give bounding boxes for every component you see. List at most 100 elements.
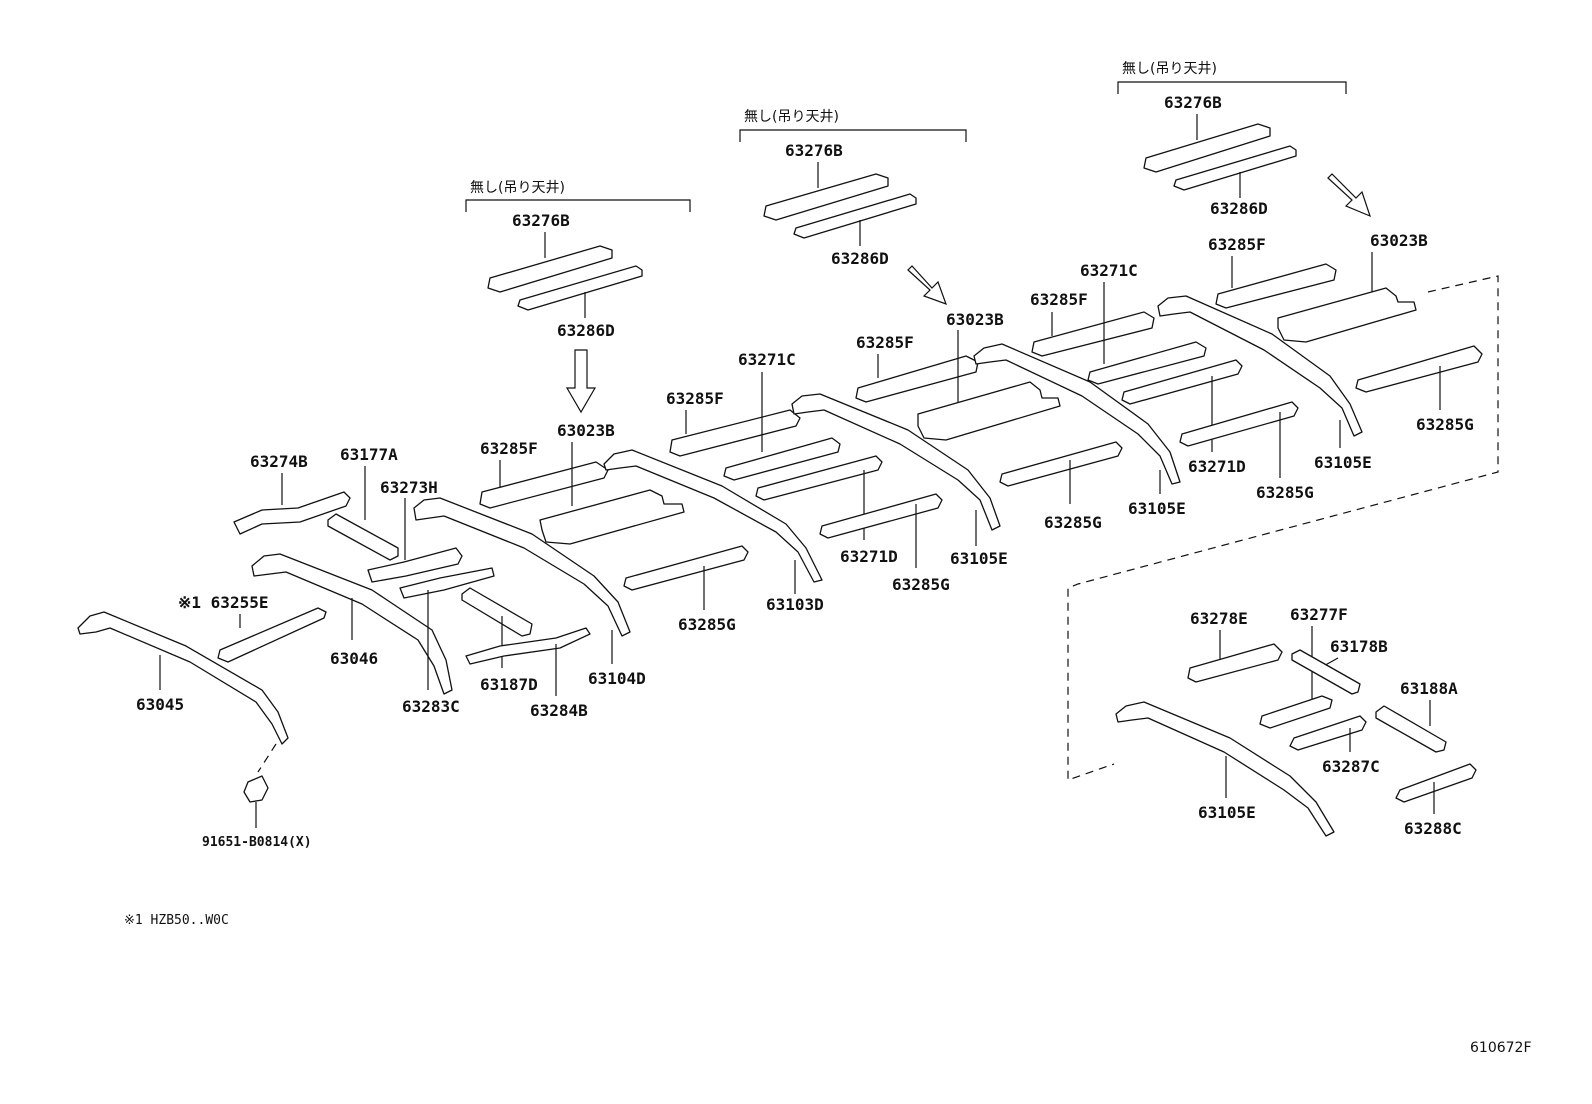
label-63285g-3: 63285G [1044,513,1102,532]
bracket-group-1: 無し(吊り天井) 63276B 63286D 63023B [465,180,691,440]
label-63286d-1: 63286D [557,321,615,340]
part-63188a [1375,705,1447,753]
part-63277f [1259,695,1333,729]
label-63283c: 63283C [402,697,460,716]
part-63285g-2 [819,493,943,539]
part-63285f-5 [1215,263,1337,309]
label-63188a: 63188A [1400,679,1458,698]
part-63284b [465,627,591,665]
label-63285g-1: 63285G [678,615,736,634]
label-63046: 63046 [330,649,378,668]
part-63285f-2 [669,409,801,457]
part-63271d-2 [1121,359,1243,405]
label-63285f-4: 63285F [1030,290,1088,309]
part-63271c-1 [723,437,841,481]
part-63187d [461,587,533,637]
part-63045 [77,611,289,745]
part-63285f-3 [855,355,979,403]
section-63104d: 63104D 63285F 63285G [413,439,749,688]
part-63288c [1395,763,1477,803]
label-63105e-4: 63105E [1198,803,1256,822]
part-63271d-1 [755,455,883,501]
label-63187d: 63187D [480,675,538,694]
label-63177a: 63177A [340,445,398,464]
part-63023b-2 [917,381,1061,441]
label-63276b-3: 63276B [1164,93,1222,112]
label-63285f-1: 63285F [480,439,538,458]
part-63276b-2 [763,173,889,221]
label-63023b-3: 63023B [1370,231,1428,250]
part-63286d-2 [793,193,917,239]
part-63104d [413,497,631,637]
part-63177a [327,513,399,561]
bracket-note-1: 無し(吊り天井) [470,180,565,196]
label-63105e-3: 63105E [1314,453,1372,472]
label-63104d: 63104D [588,669,646,688]
label-63023b-1: 63023B [557,421,615,440]
label-63287c: 63287C [1322,757,1380,776]
part-63271c-2 [1087,341,1207,385]
part-63178b [1291,649,1361,695]
section-63105e-3: 63105E 63285F 63285G [1157,235,1483,472]
section-63105e-2: 63105E 63285F 63271C 63271D 63285G [973,261,1314,518]
part-63274b [233,491,351,535]
part-63023b-3 [1277,287,1417,343]
part-63255e [217,607,327,663]
part-63287c [1289,715,1367,751]
part-63283c [399,567,495,599]
part-63023b-1 [539,489,685,545]
label-63286d-3: 63286D [1210,199,1268,218]
label-63273h: 63273H [380,478,438,497]
part-63105e-4 [1115,701,1335,837]
label-63105e-1: 63105E [950,549,1008,568]
label-91651: 91651-B0814(X) [202,835,312,850]
part-63276b-1 [487,245,613,293]
label-63285g-5: 63285G [1416,415,1474,434]
part-63276b-3 [1143,123,1271,173]
label-63271c-1: 63271C [738,350,796,369]
part-63103d [603,449,823,583]
figure-id: 610672F [1470,1040,1532,1056]
part-63285f-1 [479,461,609,509]
dashed-frame [1067,275,1499,781]
label-63045: 63045 [136,695,184,714]
part-63105e-3 [1157,295,1363,437]
bracket-group-2: 無し(吊り天井) 63276B 63286D 63023B [739,109,1004,329]
footnote: ※1 HZB50..W0C [124,913,229,928]
part-63273h [367,547,463,583]
label-63285f-3: 63285F [856,333,914,352]
part-63278e [1187,643,1283,683]
part-63286d-3 [1173,145,1297,191]
label-63286d-2: 63286D [831,249,889,268]
part-63285f-4 [1031,311,1155,357]
part-63105e-1 [791,393,1001,531]
part-63105e-2 [973,343,1181,485]
label-63178b: 63178B [1330,637,1388,656]
section-63105e-1: 63105E 63285F 63285G [791,330,1123,568]
part-63046 [251,553,453,695]
label-63271c-2: 63271C [1080,261,1138,280]
section-63103d: 63103D 63285F 63271C 63271D 63285G [603,350,950,614]
label-63285g-4: 63285G [1256,483,1314,502]
part-91651-clip [243,775,269,803]
label-63103d: 63103D [766,595,824,614]
part-63285g-1 [623,545,749,591]
rear-detail-section: 63105E 63278E 63277F 63178B 63287C 63188… [1115,605,1477,838]
part-63285g-4 [1179,401,1299,447]
part-63286d-1 [517,265,643,311]
label-63278e: 63278E [1190,609,1248,628]
label-63271d-2: 63271D [1188,457,1246,476]
label-63284b: 63284B [530,701,588,720]
label-63285f-2: 63285F [666,389,724,408]
label-63255e: ※1 63255E [178,593,268,612]
label-63285f-5: 63285F [1208,235,1266,254]
label-63277f: 63277F [1290,605,1348,624]
label-63023b-2: 63023B [946,310,1004,329]
label-63105e-2: 63105E [1128,499,1186,518]
bracket-group-3: 無し(吊り天井) 63276B 63286D 63023B [1117,61,1428,250]
bracket-note-2: 無し(吊り天井) [744,109,839,125]
label-63276b-1: 63276B [512,211,570,230]
label-63274b: 63274B [250,452,308,471]
